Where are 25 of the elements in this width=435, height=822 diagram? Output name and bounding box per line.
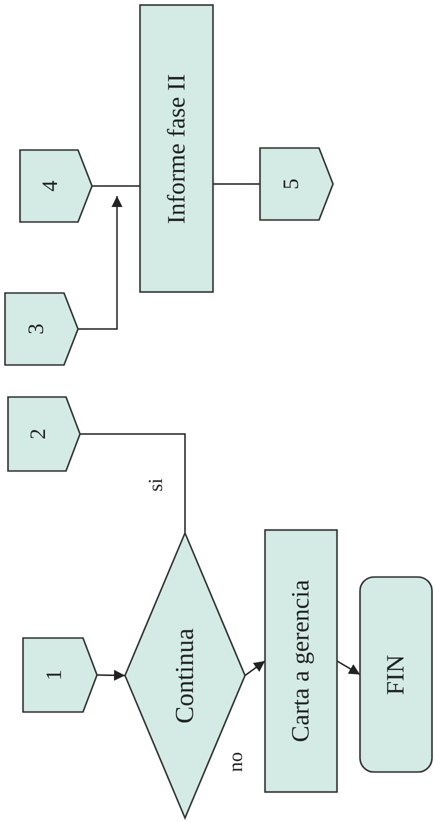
node-label: 1 bbox=[43, 670, 65, 680]
node-label: Informe fase II bbox=[164, 74, 189, 224]
connector-line bbox=[213, 183, 260, 185]
node-label: 2 bbox=[27, 428, 49, 440]
arrow bbox=[96, 670, 126, 681]
arrow bbox=[336, 660, 360, 676]
arrow bbox=[78, 196, 122, 330]
offpage-connector bbox=[8, 397, 80, 471]
node-label: FIN bbox=[384, 654, 408, 695]
offpage-connector bbox=[5, 293, 78, 365]
terminator-box bbox=[360, 577, 432, 772]
node-label: Continua bbox=[172, 628, 198, 724]
offpage-connector bbox=[23, 638, 97, 712]
decision-diamond bbox=[125, 533, 245, 818]
connector-line bbox=[92, 185, 140, 187]
node-label: 4 bbox=[39, 180, 61, 192]
node-label: 3 bbox=[24, 324, 46, 334]
arrow bbox=[244, 660, 266, 676]
node-label: 5 bbox=[280, 178, 302, 190]
process-box bbox=[265, 530, 337, 792]
offpage-connector bbox=[260, 148, 333, 220]
node-label: Carta a gerencia bbox=[288, 580, 314, 742]
offpage-connector bbox=[20, 150, 92, 222]
process-box bbox=[140, 5, 213, 292]
connector-line bbox=[80, 433, 186, 533]
